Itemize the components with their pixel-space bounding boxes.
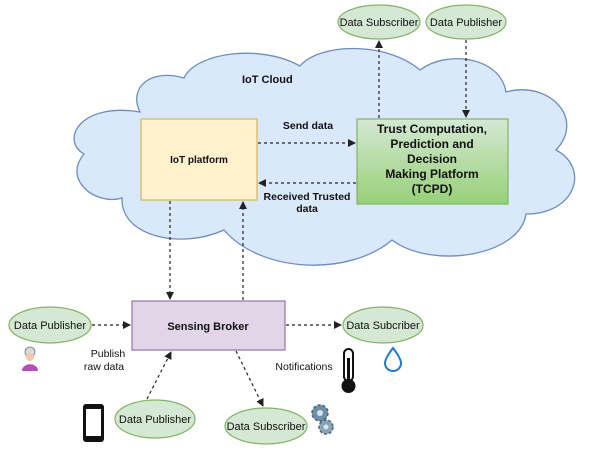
top-subscriber-ellipse <box>337 4 421 40</box>
tcpd-label-line-4: Making Platform <box>385 167 478 181</box>
publish-raw-label-line-2: raw data <box>84 361 124 373</box>
iot-cloud: IoT Cloud <box>73 47 576 266</box>
top-subscriber-node: Data Subscriber <box>337 4 421 40</box>
top-publisher-ellipse <box>425 4 507 40</box>
bottom-publisher-ellipse <box>114 399 196 439</box>
cloud-shape <box>73 47 576 266</box>
tcpd-label-line-3: Decision <box>407 152 457 166</box>
received-trusted-label-line-1: Received Trusted <box>264 191 351 203</box>
bottom-publisher-node: Data Publisher <box>114 399 196 439</box>
arrow-bottom-publisher-to-broker <box>146 351 172 400</box>
left-publisher-node: Data Publisher <box>8 306 92 344</box>
notifications-label: Notifications <box>275 361 332 373</box>
right-subscriber-node: Data Subcriber <box>342 306 424 344</box>
bottom-publisher-label: Data Publisher <box>119 414 191 426</box>
top-publisher-node: Data Publisher <box>425 4 507 40</box>
tcpd-box <box>356 118 509 205</box>
bottom-subscriber-node: Data Subscriber <box>224 407 308 445</box>
thermometer-icon <box>341 348 356 393</box>
left-publisher-ellipse <box>8 306 92 344</box>
bottom-subscriber-label: Data Subscriber <box>227 421 306 433</box>
iot-platform-box <box>140 118 258 201</box>
arrow-broker-to-bottom-subscriber <box>235 350 264 407</box>
iot-platform-label: IoT platform <box>170 155 228 166</box>
iot-platform-node: IoT platform <box>140 118 258 201</box>
edges <box>92 40 470 407</box>
tcpd-label-line-2: Prediction and <box>390 137 473 151</box>
gears-icon <box>311 404 334 435</box>
left-publisher-label: Data Publisher <box>14 320 86 332</box>
sensing-broker-box <box>131 300 286 351</box>
right-subscriber-ellipse <box>342 306 424 344</box>
bottom-subscriber-ellipse <box>224 407 308 445</box>
smartphone-icon <box>83 404 104 442</box>
water-drop-icon <box>383 346 403 373</box>
tcpd-label-line-5: (TCPD) <box>412 182 453 196</box>
sensing-broker-label: Sensing Broker <box>167 321 249 333</box>
top-publisher-label: Data Publisher <box>430 17 502 29</box>
person-icon <box>22 346 38 371</box>
sensing-broker-node: Sensing Broker <box>131 300 286 351</box>
send-data-label: Send data <box>283 120 333 132</box>
cloud-label: IoT Cloud <box>242 74 293 86</box>
publish-raw-label-line-1: Publish <box>91 348 126 360</box>
received-trusted-label-line-2: data <box>296 203 318 215</box>
right-subscriber-label: Data Subcriber <box>346 320 420 332</box>
top-subscriber-label: Data Subscriber <box>340 17 419 29</box>
tcpd-label-line-1: Trust Computation, <box>377 122 487 136</box>
tcpd-node: Trust Computation, Prediction and Decisi… <box>356 118 509 205</box>
